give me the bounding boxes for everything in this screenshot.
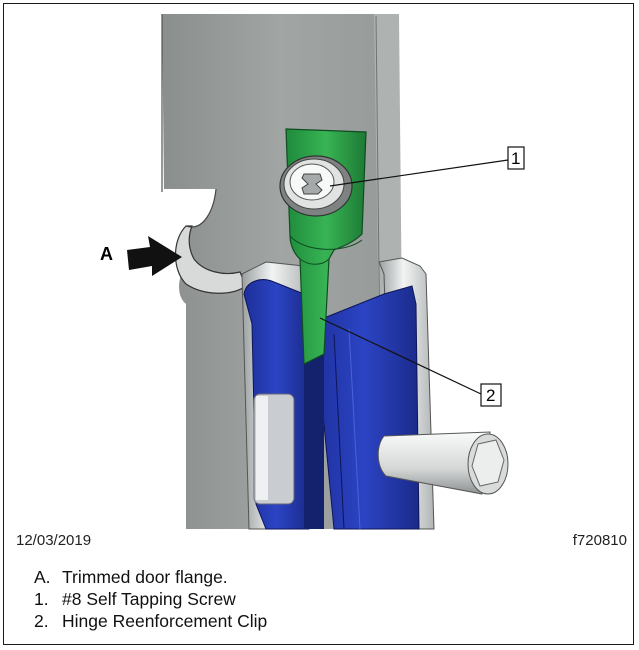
leader-line-2: [319, 317, 482, 395]
callout-label-1: 1: [511, 149, 520, 168]
legend-key: 2.: [34, 611, 49, 631]
callout-box-1: [507, 146, 525, 170]
legend-text: Trimmed door flange.: [62, 567, 228, 587]
figure-date: 12/03/2019: [16, 532, 92, 549]
figure-id: f720810: [572, 532, 627, 549]
callout-box-2: [480, 383, 502, 407]
legend-text: #8 Self Tapping Screw: [62, 589, 236, 609]
legend-key: 1.: [34, 589, 49, 609]
self-tapping-screw: [279, 155, 353, 217]
legend-item: A. Trimmed door flange.: [34, 566, 267, 588]
hinge-illustration: A 1 2: [100, 14, 525, 530]
legend-key: A.: [34, 567, 51, 587]
callout-label-2: 2: [486, 386, 495, 405]
figure-frame: A 1 2 12/03/2019 f720810 A. Trimmed door…: [3, 3, 634, 645]
legend-item: 1. #8 Self Tapping Screw: [34, 588, 267, 610]
legend-item: 2. Hinge Reenforcement Clip: [34, 610, 267, 632]
callout-label-a: A: [100, 244, 113, 264]
hinge-pin: [377, 431, 509, 495]
callout-arrow-a: [127, 236, 182, 276]
leader-line-1: [329, 159, 509, 187]
figure-legend: A. Trimmed door flange. 1. #8 Self Tappi…: [34, 566, 267, 632]
legend-text: Hinge Reenforcement Clip: [62, 611, 268, 631]
